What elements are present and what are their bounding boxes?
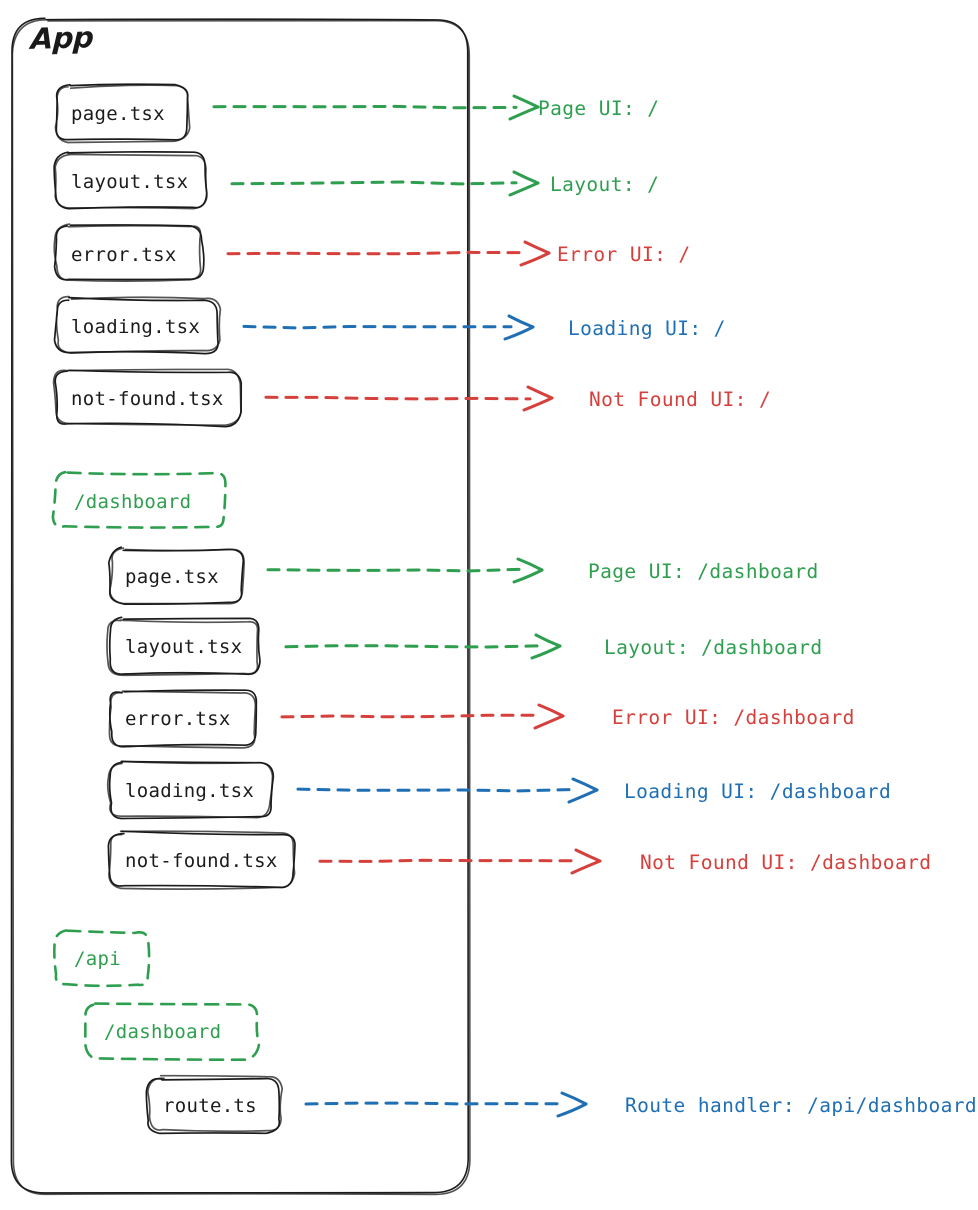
group-label-dashboard: /dashboard <box>74 491 192 513</box>
file-box-root-loading-tsx: loading.tsx <box>71 316 201 338</box>
group-label-api: /api <box>74 948 121 970</box>
file-box-api-dashboard-route-ts: route.ts <box>163 1095 257 1117</box>
file-box-dashboard-error-tsx-edge-label: Error UI: /dashboard <box>612 706 855 729</box>
file-box-root-error-tsx-edge-label: Error UI: / <box>557 243 691 266</box>
file-box-root-not-found-tsx: not-found.tsx <box>71 388 224 410</box>
file-box-root-page-tsx: page.tsx <box>71 103 165 125</box>
file-box-dashboard-layout-tsx-edge-label: Layout: /dashboard <box>604 636 823 659</box>
file-box-root-page-tsx-edge-label: Page UI: / <box>538 97 660 120</box>
file-box-dashboard-loading-tsx-edge-label: Loading UI: /dashboard <box>624 780 892 803</box>
file-box-dashboard-page-tsx: page.tsx <box>125 566 219 588</box>
file-box-root-layout-tsx-edge-label: Layout: / <box>550 173 660 196</box>
file-box-root-error-tsx: error.tsx <box>71 244 177 266</box>
group-label-api-dashboard: /dashboard <box>104 1021 222 1043</box>
file-box-api-dashboard-route-ts-edge-label: Route handler: /api/dashboard <box>625 1094 978 1117</box>
page-title: App <box>30 20 95 56</box>
file-box-dashboard-loading-tsx: loading.tsx <box>125 780 255 802</box>
file-box-dashboard-layout-tsx: layout.tsx <box>125 636 243 658</box>
file-box-dashboard-not-found-tsx: not-found.tsx <box>125 850 278 872</box>
file-box-root-loading-tsx-edge-label: Loading UI: / <box>568 317 726 340</box>
file-box-dashboard-page-tsx-edge-label: Page UI: /dashboard <box>588 560 819 583</box>
file-box-dashboard-error-tsx: error.tsx <box>125 708 231 730</box>
file-box-root-layout-tsx: layout.tsx <box>71 171 189 193</box>
file-box-dashboard-not-found-tsx-edge-label: Not Found UI: /dashboard <box>640 851 932 874</box>
file-box-root-not-found-tsx-edge-label: Not Found UI: / <box>589 388 772 411</box>
